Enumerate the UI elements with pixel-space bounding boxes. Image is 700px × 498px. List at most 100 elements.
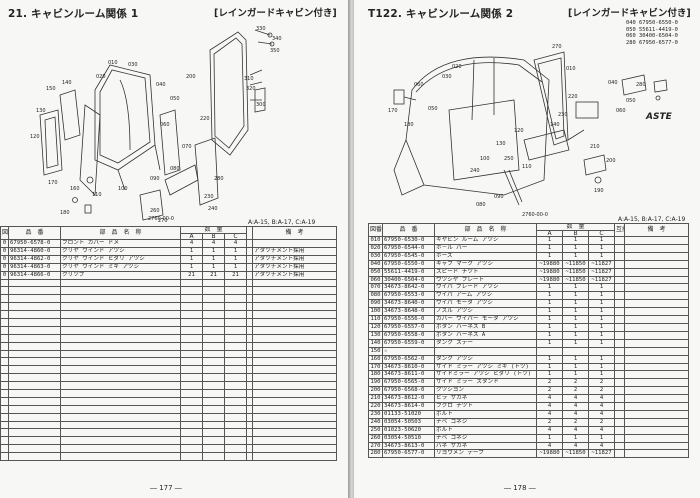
blank-cell bbox=[252, 310, 338, 319]
blank-cell bbox=[0, 396, 9, 406]
qty-a-cell: 1 bbox=[536, 338, 563, 348]
blank-cell bbox=[180, 325, 203, 335]
blank-cell bbox=[0, 302, 9, 312]
blank-cell bbox=[223, 349, 248, 359]
blank-cell bbox=[202, 325, 225, 335]
qty-b-cell: 1 bbox=[562, 283, 589, 293]
blank-row bbox=[0, 310, 338, 319]
right-exploded-diagram: 020 030 060 050 170 180 270 010 220 230 … bbox=[388, 44, 668, 218]
qty-a-cell: 1 bbox=[536, 251, 563, 261]
blank-cell bbox=[60, 389, 181, 398]
part-no-cell: 67950-6562-0 bbox=[382, 354, 435, 364]
remarks-cell bbox=[624, 362, 690, 372]
blank-cell bbox=[60, 333, 181, 343]
blank-row bbox=[0, 294, 338, 304]
svg-text:200: 200 bbox=[186, 74, 196, 80]
svg-text:020: 020 bbox=[96, 74, 106, 80]
code-cell bbox=[614, 291, 626, 301]
blank-row bbox=[0, 420, 338, 430]
blank-cell bbox=[180, 341, 203, 351]
blank-cell bbox=[0, 404, 9, 414]
blank-cell bbox=[223, 436, 248, 446]
blank-cell bbox=[252, 428, 338, 438]
blank-cell bbox=[60, 436, 181, 446]
blank-cell bbox=[60, 310, 181, 319]
blank-cell bbox=[180, 436, 203, 446]
qty-c-cell: 1 bbox=[223, 254, 248, 264]
blank-cell bbox=[60, 420, 181, 430]
blank-cell bbox=[202, 452, 225, 462]
part-no-cell: 03054-50510 bbox=[382, 433, 435, 443]
svg-text:330: 330 bbox=[256, 26, 266, 32]
blank-cell bbox=[8, 302, 61, 312]
qty-c-cell: 1 bbox=[587, 433, 616, 443]
part-no-cell: 34673-8614-0 bbox=[382, 402, 435, 411]
svg-text:090: 090 bbox=[150, 176, 160, 182]
blank-cell bbox=[223, 286, 248, 296]
ref-cell: 0 bbox=[0, 270, 9, 280]
right-parts-table: 図番 品 番 部 品 名 称 数 量 互換 備 考 A B C 01067950… bbox=[368, 223, 690, 459]
ref-cell: 070 bbox=[368, 283, 383, 293]
svg-text:060: 060 bbox=[616, 108, 626, 114]
option-item: 050 55611-4419-0 bbox=[626, 26, 678, 33]
blank-cell bbox=[202, 396, 225, 406]
blank-cell bbox=[0, 420, 9, 430]
blank-row bbox=[0, 357, 338, 367]
qty-a-cell bbox=[536, 346, 563, 356]
part-name-cell: ボルト bbox=[434, 425, 537, 435]
option-item: 060 30400-6504-0 bbox=[626, 33, 678, 40]
part-no-cell: 67950-6544-0 bbox=[382, 243, 435, 253]
blank-cell bbox=[0, 310, 9, 319]
right-option-list: 040 67950-6550-0 050 55611-4419-0 060 30… bbox=[626, 20, 678, 46]
code-cell bbox=[614, 433, 626, 443]
remarks-cell bbox=[624, 315, 690, 324]
svg-text:230: 230 bbox=[204, 194, 214, 200]
blank-row bbox=[0, 389, 338, 398]
code-cell bbox=[614, 236, 626, 245]
blank-cell bbox=[0, 373, 9, 383]
code-cell bbox=[614, 259, 626, 269]
blank-row bbox=[0, 349, 338, 359]
ref-cell: 260 bbox=[368, 433, 383, 443]
part-name-cell: タンク ステー bbox=[434, 338, 537, 348]
svg-text:140: 140 bbox=[550, 122, 560, 128]
qty-b-cell: 1 bbox=[562, 354, 589, 364]
part-no-cell: 67950-6530-0 bbox=[382, 236, 435, 245]
right-drawing-number: 2760-00-0 bbox=[522, 212, 548, 218]
blank-row bbox=[0, 286, 338, 296]
qty-b-cell: 1 bbox=[202, 262, 225, 272]
qty-b-cell: 1 bbox=[562, 291, 589, 301]
qty-b-cell: 1 bbox=[562, 322, 589, 332]
svg-text:270: 270 bbox=[552, 44, 562, 50]
part-name-cell: クリヤ ウインド ミギ アツシ bbox=[60, 262, 181, 272]
blank-cell bbox=[202, 341, 225, 351]
qty-b-cell: 4 bbox=[562, 402, 589, 411]
blank-row bbox=[0, 436, 338, 446]
blank-cell bbox=[252, 381, 338, 390]
left-page-number: ― 177 ― bbox=[150, 484, 182, 492]
code-cell bbox=[614, 441, 626, 451]
remarks-cell bbox=[624, 267, 690, 277]
qty-b-cell: 1 bbox=[562, 236, 589, 245]
svg-text:340: 340 bbox=[272, 36, 282, 42]
blank-cell bbox=[223, 310, 248, 319]
blank-row bbox=[0, 325, 338, 335]
remarks-cell bbox=[624, 338, 690, 348]
blank-cell bbox=[223, 302, 248, 312]
book-gutter bbox=[348, 0, 354, 498]
blank-cell bbox=[223, 325, 248, 335]
blank-cell bbox=[0, 357, 9, 367]
blank-cell bbox=[180, 444, 203, 454]
remarks-cell bbox=[624, 425, 690, 435]
blank-cell bbox=[0, 381, 9, 390]
qty-c-cell: 4 bbox=[587, 409, 616, 419]
blank-cell bbox=[252, 396, 338, 406]
remarks-cell bbox=[624, 354, 690, 364]
blank-cell bbox=[223, 444, 248, 454]
